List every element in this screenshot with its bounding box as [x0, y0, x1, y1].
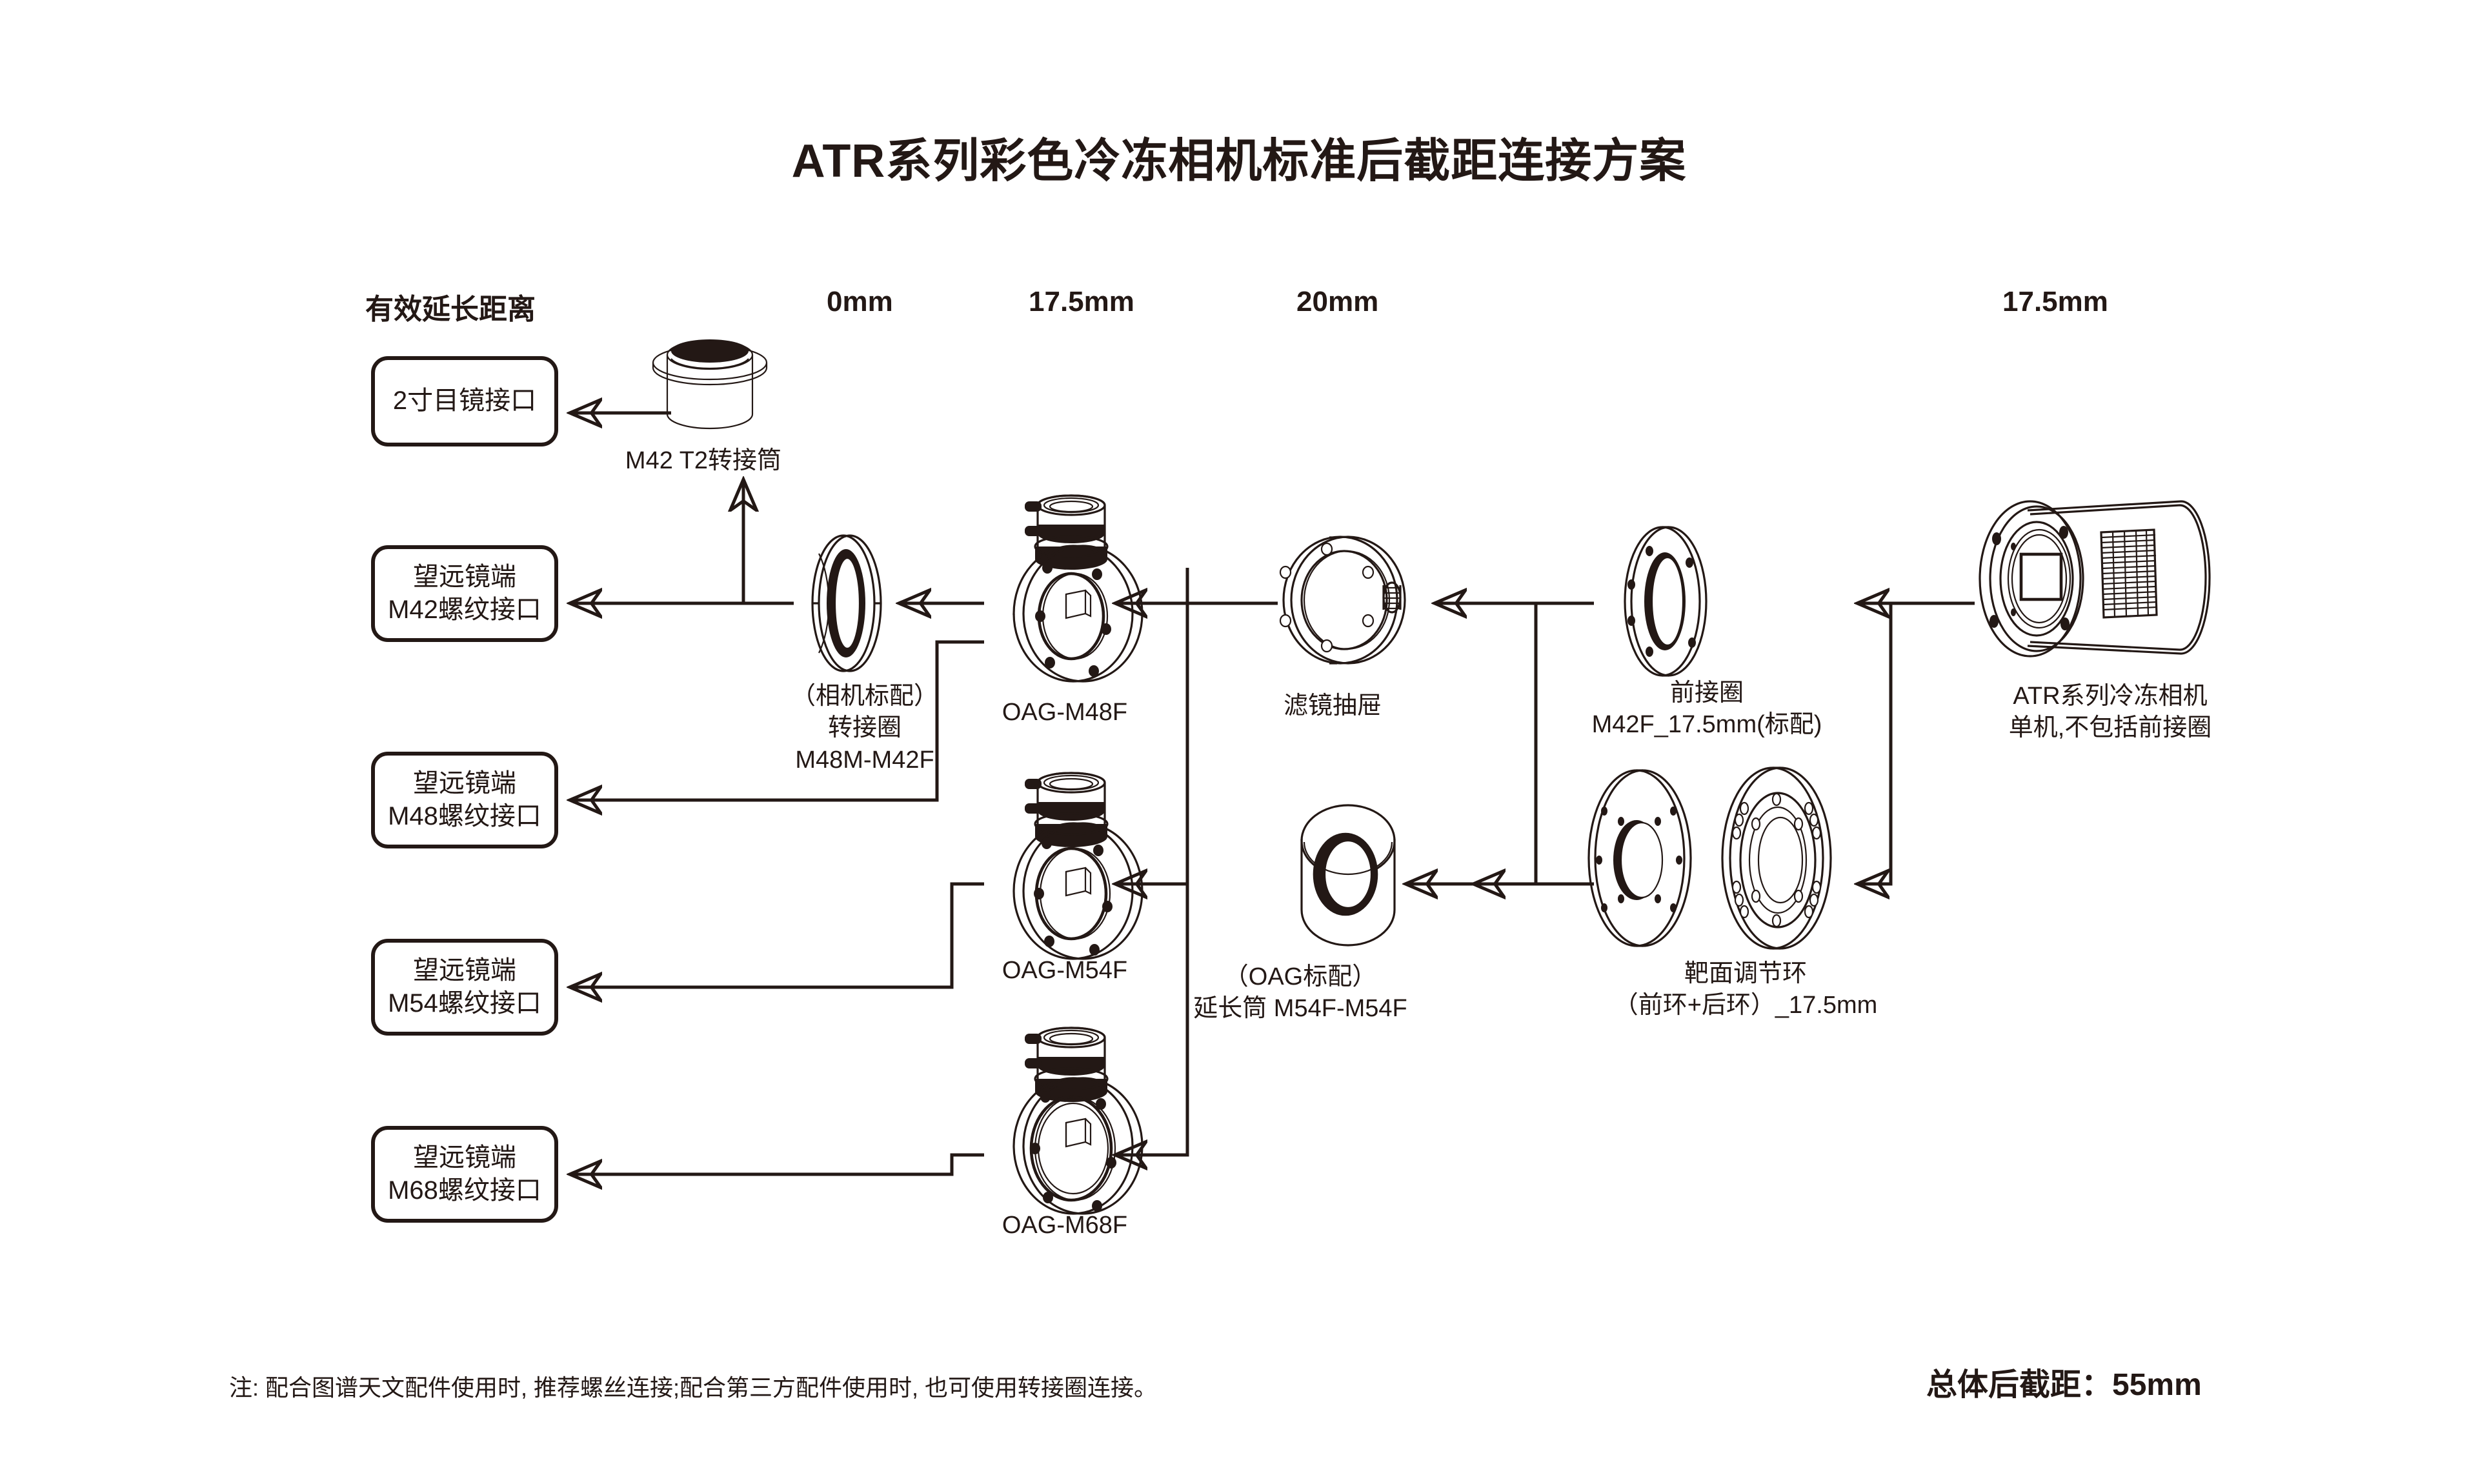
- caption-extension-tube: （OAG标配） 延长筒 M54F-M54F: [1120, 961, 1481, 1025]
- caption-atr-camera: ATR系列冷冻相机 单机,不包括前接圈: [1910, 681, 2310, 745]
- illustration-atr-camera: [1975, 487, 2226, 681]
- header-column-0mm: 0mm: [827, 286, 893, 317]
- illustration-extension-tube: [1281, 803, 1416, 948]
- port-box-m68-line2: M68螺纹接口: [388, 1176, 541, 1205]
- caption-front-ring: 前接圈 M42F_17.5mm(标配): [1481, 677, 1933, 741]
- arrow-camera-to-targetring: [1858, 603, 1893, 884]
- header-effective-distance: 有效延长距离: [365, 294, 536, 325]
- caption-oag-m68f: OAG-M68F: [1002, 1212, 1128, 1239]
- port-box-eyepiece: 2寸目镜接口: [371, 356, 558, 446]
- arrow-oag54-to-m54: [571, 882, 984, 987]
- port-box-m54-line1: 望远镜端: [413, 956, 516, 985]
- caption-target-ring: 靶面调节环 （前环+后环）_17.5mm: [1546, 958, 1946, 1022]
- port-box-m48-line2: M48螺纹接口: [388, 802, 541, 830]
- footer-total-backfocus: 总体后截距：55mm: [1926, 1368, 2202, 1402]
- page-title: ATR系列彩色冷冻相机标准后截距连接方案: [791, 135, 1687, 187]
- caption-adapter-ring-line1: （相机标配）: [791, 683, 938, 710]
- port-box-eyepiece-line1: 2寸目镜接口: [392, 386, 537, 416]
- port-box-m54-line2: M54螺纹接口: [388, 989, 541, 1018]
- port-box-m48-line1: 望远镜端: [413, 768, 516, 797]
- caption-target-ring-line1: 靶面调节环: [1684, 960, 1807, 987]
- caption-oag-m48f: OAG-M48F: [1002, 699, 1128, 726]
- footer-note: 注: 配合图谱天文配件使用时, 推荐螺丝连接;配合第三方配件使用时, 也可使用转…: [229, 1374, 1158, 1401]
- caption-atr-camera-line1: ATR系列冷冻相机: [2013, 683, 2208, 710]
- arrow-oag68-to-m68: [571, 1153, 984, 1174]
- caption-filter-drawer: 滤镜抽屉: [1283, 692, 1382, 719]
- caption-extension-tube-line2: 延长筒 M54F-M54F: [1193, 995, 1407, 1023]
- caption-adapter-ring-line3: M48M-M42F: [795, 746, 934, 774]
- illustration-target-ring-rear: [1713, 765, 1842, 952]
- header-column-ring-17-5mm: 17.5mm: [2002, 286, 2108, 317]
- port-box-m42-line2: M42螺纹接口: [388, 596, 541, 624]
- caption-m42-t2-tube: M42 T2转接筒: [625, 447, 782, 474]
- illustration-oag-m68f: [987, 1019, 1174, 1219]
- illustration-adapter-ring-m48m-m42f: [803, 529, 900, 677]
- port-box-m48: 望远镜端 M48螺纹接口: [371, 752, 558, 848]
- caption-front-ring-line1: 前接圈: [1669, 679, 1744, 707]
- caption-front-ring-line2: M42F_17.5mm(标配): [1591, 711, 1822, 739]
- caption-oag-m54f: OAG-M54F: [1002, 957, 1128, 984]
- header-column-20mm: 20mm: [1296, 286, 1379, 317]
- port-box-m68-line1: 望远镜端: [413, 1143, 516, 1172]
- caption-adapter-ring-line2: 转接圈: [827, 714, 902, 742]
- illustration-oag-m54f: [987, 765, 1174, 965]
- header-column-oag-17-5mm: 17.5mm: [1029, 286, 1134, 317]
- port-box-m42-line1: 望远镜端: [413, 562, 516, 591]
- illustration-oag-m48f: [987, 487, 1174, 687]
- port-box-m54: 望远镜端 M54螺纹接口: [371, 939, 558, 1036]
- caption-adapter-ring: （相机标配） 转接圈 M48M-M42F: [729, 681, 1000, 776]
- caption-atr-camera-line2: 单机,不包括前接圈: [2008, 714, 2212, 742]
- illustration-filter-drawer: [1262, 532, 1436, 671]
- illustration-m42-t2-tube: [645, 329, 774, 445]
- port-box-m42: 望远镜端 M42螺纹接口: [371, 545, 558, 642]
- illustration-front-ring: [1600, 523, 1729, 681]
- caption-target-ring-line2: （前环+后环）_17.5mm: [1613, 992, 1878, 1019]
- caption-extension-tube-line1: （OAG标配）: [1224, 963, 1377, 990]
- illustration-target-ring-front: [1581, 765, 1704, 952]
- port-box-m68: 望远镜端 M68螺纹接口: [371, 1126, 558, 1223]
